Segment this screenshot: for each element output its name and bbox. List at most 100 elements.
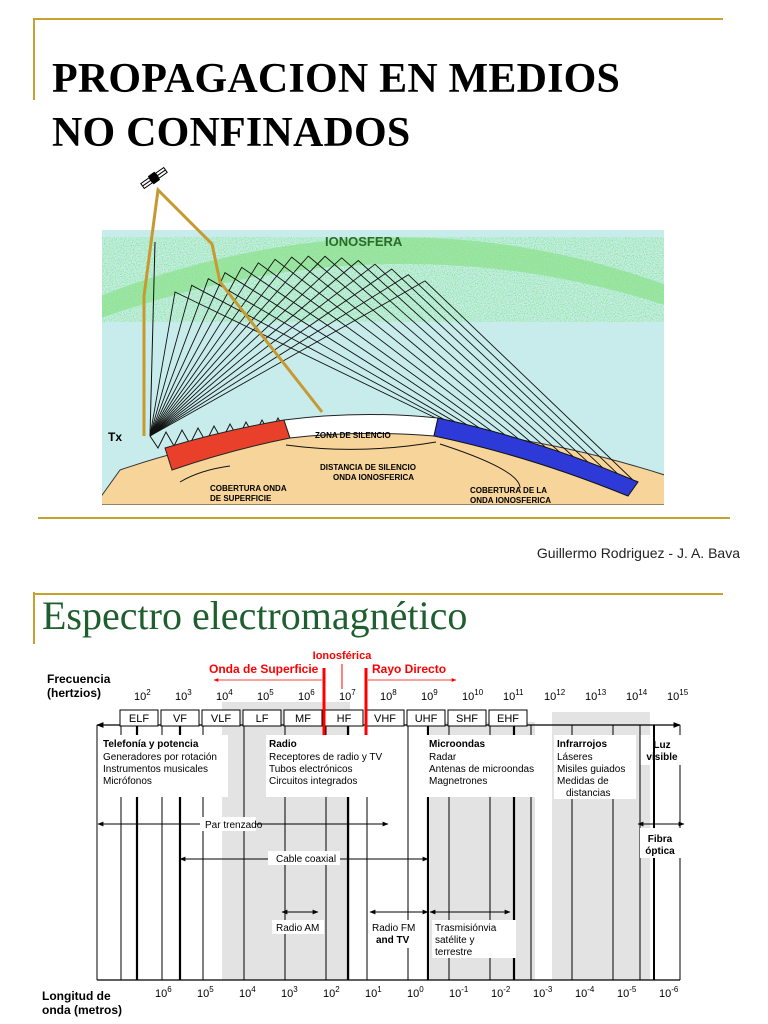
hertzios-label: (hertzios)	[47, 686, 101, 700]
radio-fm-label: Radio FM	[372, 923, 415, 934]
radio-item: Circuitos integrados	[269, 776, 357, 787]
frequency-exponent: 5	[269, 688, 274, 697]
ionospheric-ray	[149, 255, 545, 454]
satelite-label: satélite y	[435, 935, 474, 946]
frequency-exponent: 8	[392, 688, 397, 697]
ionospheric-ray	[149, 259, 584, 466]
tx-label: Tx	[108, 430, 122, 444]
zona-silencio-label: ZONA DE SILENCIO	[315, 431, 391, 440]
frequency-tick: 1011	[503, 688, 524, 703]
onda-superficie-label: Onda de Superficie	[209, 662, 319, 676]
wavelength-tick: 10-5	[617, 985, 637, 1000]
wavelength-tick: 104	[239, 985, 256, 1000]
ionospheric-ray	[149, 274, 623, 479]
vertical-ray	[149, 241, 156, 437]
telefonia-heading: Telefonía y potencia	[103, 739, 199, 750]
frequency-exponent: 14	[638, 688, 647, 697]
band-label: VF	[173, 713, 187, 725]
wavelength-tick: 103	[281, 985, 298, 1000]
radio-item: Receptores de radio y TV	[269, 752, 383, 763]
page-title: PROPAGACION EN MEDIOS NO CONFINADOS	[52, 52, 620, 160]
wavelength-tick: 10-4	[575, 985, 595, 1000]
infrarrojos-block: Infrarrojos Láseres Misiles guiados Medi…	[554, 735, 636, 799]
band-label: VLF	[211, 713, 231, 725]
band-label: VHF	[374, 713, 396, 725]
propagation-diagram: IONOSFERA Tx ZONA DE SILENCIO DISTANCIA …	[102, 166, 664, 505]
cobertura-onda-label: COBERTURA ONDA	[210, 484, 287, 493]
wavelength-tick: 102	[323, 985, 340, 1000]
wavelength-exponent: -2	[503, 985, 511, 994]
infrarrojos-item: Misiles guiados	[557, 764, 625, 775]
wavelength-exponent: -3	[545, 985, 553, 994]
slide2-top-rule	[33, 593, 723, 595]
arrow-iono	[439, 443, 521, 489]
microondas-item: Radar	[429, 752, 457, 763]
ionospheric-ray	[149, 255, 558, 458]
band-label: HF	[337, 713, 352, 725]
frequency-tick: 102	[134, 688, 151, 703]
infrarrojos-item: Láseres	[557, 752, 593, 763]
wavelength-exponent: 4	[251, 985, 256, 994]
band-label: ELF	[129, 713, 149, 725]
radio-block: Radio Receptores de radio y TV Tubos ele…	[266, 735, 390, 797]
wavelength-exponent: 0	[419, 985, 424, 994]
band-box: VF	[160, 709, 200, 727]
wavelength-exponent: 6	[167, 985, 172, 994]
frequency-tick: 103	[175, 688, 192, 703]
telefonia-item: Micrófonos	[103, 776, 152, 787]
frequency-exponent: 7	[351, 688, 356, 697]
telefonia-item: Instrumentos musicales	[103, 764, 208, 775]
wavelength-tick: 100	[407, 985, 424, 1000]
frequency-tick: 1015	[667, 688, 689, 703]
ionosferica-label: Ionosférica	[313, 650, 373, 662]
onda-ionosferica-cob-label: ONDA IONOSFERICA	[470, 496, 551, 505]
luz-label: Luz	[653, 740, 670, 751]
terrestre-label: terrestre	[435, 947, 473, 958]
distancia-silencio-label: DISTANCIA DE SILENCIO	[320, 463, 416, 472]
ionospheric-wave-coverage	[433, 417, 639, 497]
frequency-exponent: 9	[433, 688, 438, 697]
band-box: MF	[283, 709, 323, 727]
luz-visible-block: Luz visible	[640, 735, 682, 765]
band-box: SHF	[447, 709, 487, 727]
band-box: VLF	[201, 709, 241, 727]
satellite-icon	[140, 166, 168, 190]
ionospheric-ray	[149, 256, 532, 450]
ionospheric-ray	[149, 278, 467, 437]
ionosphere-speckle	[102, 237, 664, 318]
satellite-link-path	[142, 186, 324, 436]
telefonia-item: Generadores por rotación	[103, 752, 217, 763]
wavelength-exponent: 5	[209, 985, 214, 994]
par-trenzado-label: Par trenzado	[205, 820, 263, 831]
radio-heading: Radio	[269, 739, 297, 750]
infrarrojos-item: distancias	[566, 788, 610, 799]
frequency-tick: 108	[380, 688, 397, 703]
wavelength-exponent: -6	[671, 985, 679, 994]
cobertura-de-la-label: COBERTURA DE LA	[470, 486, 547, 495]
microondas-item: Magnetrones	[429, 776, 487, 787]
wavelength-tick: 10-2	[491, 985, 511, 1000]
frequency-tick: 106	[298, 688, 315, 703]
wavelength-tick: 10-3	[533, 985, 553, 1000]
frequency-tick: 1013	[585, 688, 607, 703]
ionospheric-ray	[149, 263, 597, 470]
slide-espectro: Espectro electromagnético ELF VF VLF LF MF HF…	[0, 572, 768, 1024]
band-label: SHF	[456, 713, 478, 725]
ionospheric-ray	[149, 262, 506, 442]
onda-metros-label: onda (metros)	[42, 1003, 122, 1017]
ionosfera-label: IONOSFERA	[325, 234, 403, 249]
band-label: LF	[256, 713, 269, 725]
radio-am-label: Radio AM	[276, 923, 319, 934]
frecuencia-label: Frecuencia	[47, 672, 111, 686]
wavelength-tick: 105	[197, 985, 214, 1000]
visible-label: visible	[646, 752, 678, 763]
ionospheric-ray	[149, 272, 480, 437]
slide-title: Espectro electromagnético	[42, 593, 468, 638]
cable-coaxial-label: Cable coaxial	[276, 854, 336, 865]
wavelength-exponent: 3	[293, 985, 298, 994]
frequency-exponent: 3	[187, 688, 192, 697]
arrow-distance	[285, 441, 437, 450]
frequency-exponent: 10	[474, 688, 483, 697]
frequency-tick: 1012	[544, 688, 566, 703]
